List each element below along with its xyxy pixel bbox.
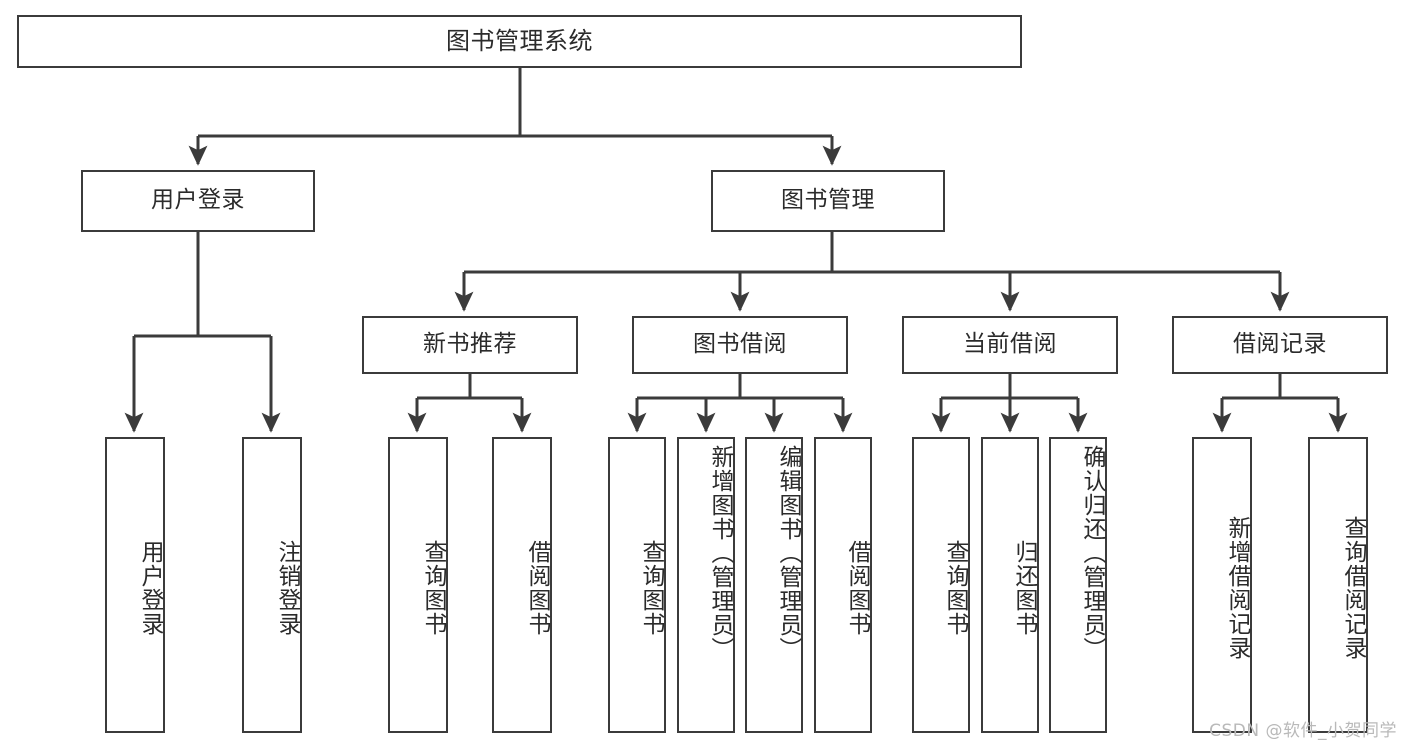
leaf-confirm-return[interactable]: 确认归还（管理员） bbox=[1049, 437, 1107, 733]
node-new-book-recommend[interactable]: 新书推荐 bbox=[362, 316, 578, 374]
leaf-label: 注销登录 bbox=[274, 540, 300, 636]
node-book-borrow[interactable]: 图书借阅 bbox=[632, 316, 848, 374]
leaf-label: 确认归还（管理员） bbox=[1079, 445, 1105, 661]
leaf-query-borrow-record[interactable]: 查询借阅记录 bbox=[1308, 437, 1368, 733]
leaf-add-book[interactable]: 新增图书（管理员） bbox=[677, 437, 735, 733]
leaf-user-login[interactable]: 用户登录 bbox=[105, 437, 165, 733]
leaf-return-book[interactable]: 归还图书 bbox=[981, 437, 1039, 733]
leaf-label: 新增借阅记录 bbox=[1224, 516, 1250, 660]
leaf-query-book-current[interactable]: 查询图书 bbox=[912, 437, 970, 733]
node-borrow-record[interactable]: 借阅记录 bbox=[1172, 316, 1388, 374]
leaf-label: 查询图书 bbox=[420, 540, 446, 636]
node-current-borrow[interactable]: 当前借阅 bbox=[902, 316, 1118, 374]
leaf-query-book-recommend[interactable]: 查询图书 bbox=[388, 437, 448, 733]
leaf-label: 查询借阅记录 bbox=[1340, 516, 1366, 660]
csdn-watermark: CSDN @软件_小贺同学 bbox=[1209, 721, 1397, 741]
leaf-add-borrow-record[interactable]: 新增借阅记录 bbox=[1192, 437, 1252, 733]
leaf-label: 查询图书 bbox=[942, 540, 968, 636]
leaf-label: 查询图书 bbox=[638, 540, 664, 636]
leaf-edit-book[interactable]: 编辑图书（管理员） bbox=[745, 437, 803, 733]
leaf-label: 用户登录 bbox=[137, 540, 163, 636]
node-root-system[interactable]: 图书管理系统 bbox=[17, 15, 1022, 68]
leaf-label: 编辑图书（管理员） bbox=[775, 445, 801, 661]
node-user-login[interactable]: 用户登录 bbox=[81, 170, 315, 232]
leaf-query-book-borrow[interactable]: 查询图书 bbox=[608, 437, 666, 733]
leaf-borrow-book-recommend[interactable]: 借阅图书 bbox=[492, 437, 552, 733]
leaf-borrow-book-borrow[interactable]: 借阅图书 bbox=[814, 437, 872, 733]
leaf-label: 归还图书 bbox=[1011, 540, 1037, 636]
leaf-label: 借阅图书 bbox=[524, 540, 550, 636]
leaf-label: 新增图书（管理员） bbox=[707, 445, 733, 661]
leaf-logout-login[interactable]: 注销登录 bbox=[242, 437, 302, 733]
node-book-manage[interactable]: 图书管理 bbox=[711, 170, 945, 232]
leaf-label: 借阅图书 bbox=[844, 540, 870, 636]
